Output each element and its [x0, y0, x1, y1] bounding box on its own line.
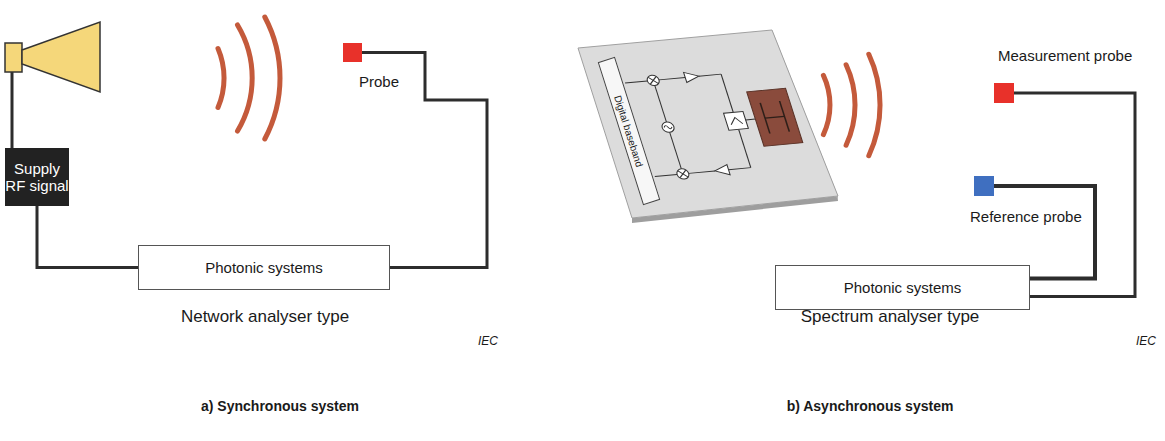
circuit-schematic-part	[713, 165, 730, 176]
source-mark: IEC	[1136, 334, 1156, 348]
circuit-schematic-part	[765, 116, 784, 118]
circuit-schematic-part	[746, 119, 756, 121]
signal-wire	[1014, 93, 1135, 297]
radio-waves-part	[846, 65, 855, 145]
subfigure-type: Spectrum analyser type	[801, 307, 980, 327]
probe-label: Reference probe	[970, 208, 1082, 225]
circuit-schematic-part	[724, 111, 749, 130]
probe-square: Probe	[343, 43, 362, 62]
circuit-schematic-part	[670, 132, 682, 169]
circuit-schematic-part	[689, 171, 715, 173]
signal-wire	[37, 206, 138, 268]
box-label: Photonic systems	[205, 259, 323, 276]
probe-square: Reference probe	[974, 176, 994, 196]
probe-label: Measurement probe	[998, 47, 1132, 64]
radio-waves	[823, 54, 880, 155]
probe-label: Probe	[359, 73, 399, 90]
circuit-schematic-part	[655, 174, 677, 176]
photonic-system-box: Photonic systems	[775, 265, 1030, 310]
circuit-schematic-part	[678, 170, 688, 178]
circuit-schematic-part	[728, 168, 750, 170]
radio-waves-part	[218, 49, 224, 108]
box-label: Photonic systems	[844, 279, 962, 296]
horn-antenna-part	[22, 22, 100, 92]
circuit-schematic-part	[675, 168, 690, 179]
horn-antenna	[5, 22, 100, 148]
radio-waves-part	[823, 75, 830, 134]
radio-waves-part	[238, 25, 253, 131]
circuit-schematic-part	[699, 74, 721, 76]
subfigure-caption: a) Synchronous system	[201, 398, 359, 414]
circuit-board	[578, 30, 838, 223]
circuit-schematic-part	[661, 122, 676, 133]
circuit-board-part	[578, 30, 838, 218]
subfigure-caption: b) Asynchronous system	[787, 398, 954, 414]
circuit-schematic-part	[648, 77, 658, 85]
circuit-schematic-part	[721, 74, 733, 112]
radio-waves	[218, 17, 280, 139]
circuit-schematic-part	[664, 125, 673, 129]
subfigure-type: Network analyser type	[181, 307, 349, 327]
signal-source-box: Supply RF signal	[5, 148, 69, 206]
circuit-schematic-part	[739, 129, 751, 167]
circuit-schematic-part	[648, 77, 658, 85]
circuit-schematic-part	[646, 75, 661, 86]
circuit-schematic-part	[655, 86, 667, 123]
circuit-schematic-part	[729, 117, 743, 125]
circuit-schematic-part	[678, 170, 688, 178]
horn-antenna-part	[11, 72, 14, 148]
radio-waves-part	[265, 17, 280, 139]
circuit-schematic-part	[747, 88, 803, 146]
photonic-system-box: Photonic systems	[138, 245, 390, 290]
horn-antenna-part	[5, 43, 22, 72]
radio-waves-part	[869, 54, 880, 155]
box-label: Supply RF signal	[5, 160, 69, 195]
circuit-schematic-part	[684, 71, 701, 82]
source-mark: IEC	[478, 334, 498, 348]
probe-square: Measurement probe	[994, 83, 1014, 103]
circuit-schematic-part	[625, 81, 647, 83]
circuit-schematic	[623, 64, 810, 182]
circuit-schematic-part	[659, 77, 685, 79]
